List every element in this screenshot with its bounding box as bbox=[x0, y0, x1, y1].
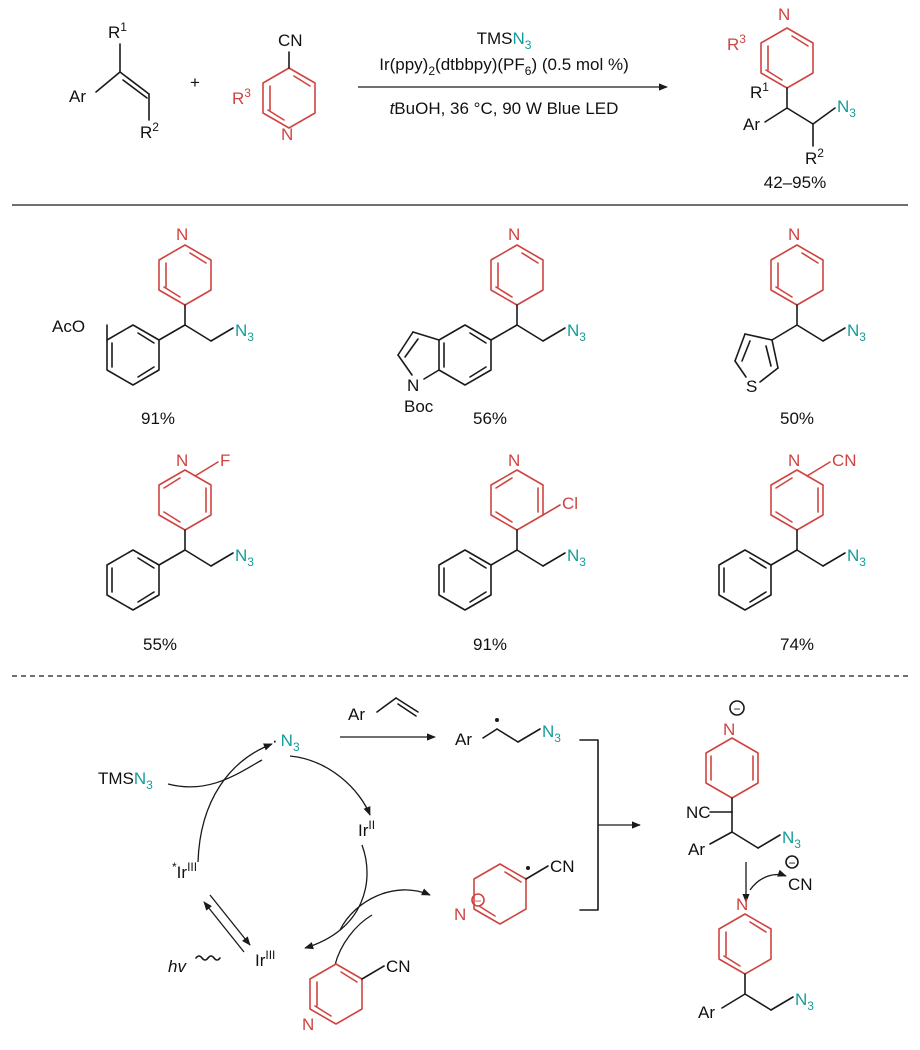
general-yield: 42–95% bbox=[764, 173, 826, 192]
example-fluoropyridine: N F N3 55% bbox=[106, 451, 254, 654]
tmsn3-feed-arc bbox=[167, 759, 263, 788]
product-n-label: N bbox=[778, 5, 790, 24]
ex4-pyridine-n: N bbox=[176, 451, 188, 470]
ex4-yield: 55% bbox=[143, 635, 177, 654]
coupling-bracket bbox=[579, 739, 599, 911]
example-chloropyridine: N Cl N3 91% bbox=[438, 451, 586, 654]
example-cyanopyridine: N CN N3 74% bbox=[718, 451, 866, 654]
cycle-arc-reduction bbox=[304, 844, 368, 950]
ex3-n3: N3 bbox=[847, 321, 866, 344]
pyridine-n-label: N bbox=[281, 125, 293, 144]
alkene-reactant: Ar R1 R2 bbox=[69, 20, 159, 142]
radical-anion-charge bbox=[471, 893, 485, 907]
product-r3-label: R3 bbox=[727, 32, 746, 54]
cycle-arc-oxidation bbox=[197, 743, 273, 863]
mechanism: ·N3 Ar Ar N3 TMSN3 IrII *IrIII IrIII hv bbox=[98, 697, 814, 1034]
general-product: N R3 R1 Ar N3 R2 42–95% bbox=[727, 5, 856, 192]
example-acetoxyphenyl: N N3 AcO 91% bbox=[52, 225, 254, 428]
adduct-n3: N3 bbox=[782, 828, 801, 851]
styrene-ar: Ar bbox=[348, 705, 365, 724]
benzylic-radical-n3: N3 bbox=[542, 722, 561, 745]
final-product-ar: Ar bbox=[698, 1003, 715, 1022]
bottom-cyanopyridine-n: N bbox=[302, 1015, 314, 1034]
cyanopyridine-feed-arc bbox=[334, 914, 373, 966]
ex3-yield: 50% bbox=[780, 409, 814, 428]
plus-sign: + bbox=[190, 73, 200, 92]
ex5-yield: 91% bbox=[473, 635, 507, 654]
cn-label: CN bbox=[278, 31, 303, 50]
ex3-thiophene-s: S bbox=[746, 377, 757, 396]
ex5-chloro-label: Cl bbox=[562, 494, 578, 513]
azide-radical: ·N3 bbox=[272, 731, 300, 754]
adduct-ar: Ar bbox=[688, 840, 705, 859]
product-ar-label: Ar bbox=[743, 115, 760, 134]
solvent-line: tBuOH, 36 °C, 90 W Blue LED bbox=[390, 99, 619, 118]
product-r1-label: R1 bbox=[750, 80, 769, 102]
product-n3-label: N3 bbox=[837, 97, 856, 120]
radical-anion-ring bbox=[473, 863, 527, 925]
final-product-n3: N3 bbox=[795, 990, 814, 1013]
reagent-tmsn3: TMSN3 bbox=[477, 29, 532, 52]
radical-anion-n: N bbox=[454, 905, 466, 924]
ex6-pyridine-n: N bbox=[788, 451, 800, 470]
ex6-n3: N3 bbox=[847, 546, 866, 569]
alkene-r1-label: R1 bbox=[108, 20, 127, 42]
cycle-arc-to-ir2 bbox=[289, 755, 371, 816]
ir2-label: IrII bbox=[358, 818, 375, 840]
ex1-yield: 91% bbox=[141, 409, 175, 428]
alkene-r2-label: R2 bbox=[140, 120, 159, 142]
hv-label: hv bbox=[168, 957, 187, 976]
adduct-n: N bbox=[723, 720, 735, 739]
catalyst-line: Ir(ppy)2(dtbbpy)(PF6) (0.5 mol %) bbox=[379, 55, 629, 78]
ir3-label: IrIII bbox=[255, 948, 275, 970]
ex2-boc-label: Boc bbox=[404, 397, 434, 416]
cyanide-label: CN bbox=[788, 875, 813, 894]
alkene-ar-label: Ar bbox=[69, 87, 86, 106]
radical-anion-dot bbox=[526, 866, 530, 870]
reaction-conditions: TMSN3 Ir(ppy)2(dtbbpy)(PF6) (0.5 mol %) … bbox=[358, 29, 668, 118]
light-wave bbox=[195, 955, 221, 961]
mech-tmsn3: TMSN3 bbox=[98, 769, 153, 792]
radical-anion-minus: − bbox=[474, 894, 481, 908]
example-thienyl: N N3 S 50% bbox=[734, 225, 866, 428]
ex4-n3: N3 bbox=[235, 546, 254, 569]
ex6-yield: 74% bbox=[780, 635, 814, 654]
bottom-cyanopyridine-cn: CN bbox=[386, 957, 411, 976]
r3-label: R3 bbox=[232, 86, 251, 108]
ex4-fluoro-label: F bbox=[220, 451, 230, 470]
ex2-indole-n: N bbox=[407, 376, 419, 395]
decay-arrow bbox=[209, 894, 251, 946]
cyanide-leaving-arc bbox=[749, 869, 787, 891]
ex5-n3: N3 bbox=[567, 546, 586, 569]
ex2-pyridine-n: N bbox=[508, 225, 520, 244]
adduct-ring bbox=[705, 737, 759, 799]
excited-ir3-label: *IrIII bbox=[172, 860, 197, 882]
excitation-arrow bbox=[203, 901, 245, 953]
pyridyl-anion-arc bbox=[339, 888, 431, 931]
ex2-yield: 56% bbox=[473, 409, 507, 428]
example-boc-indole: N N3 N Boc 56% bbox=[397, 225, 586, 428]
ex3-pyridine-n: N bbox=[788, 225, 800, 244]
final-product-n: N bbox=[736, 895, 748, 914]
ex2-n3: N3 bbox=[567, 321, 586, 344]
cyanide-minus: − bbox=[788, 856, 795, 870]
adduct-nc: NC bbox=[686, 803, 711, 822]
ex5-pyridine-n: N bbox=[508, 451, 520, 470]
radical-anion-cn: CN bbox=[550, 857, 575, 876]
benzylic-radical-ar: Ar bbox=[455, 730, 472, 749]
cyanopyridine-reactant: CN N R3 bbox=[232, 31, 316, 144]
ex6-cyano-label: CN bbox=[832, 451, 857, 470]
cyanide-charge bbox=[785, 855, 799, 869]
radical-dot bbox=[495, 718, 499, 722]
adduct-minus: − bbox=[733, 702, 740, 716]
adduct-charge bbox=[729, 700, 745, 716]
ex1-aco-label: AcO bbox=[52, 317, 85, 336]
product-r2-label: R2 bbox=[805, 146, 824, 168]
ex1-n3: N3 bbox=[235, 321, 254, 344]
ex1-pyridine-n: N bbox=[176, 225, 188, 244]
